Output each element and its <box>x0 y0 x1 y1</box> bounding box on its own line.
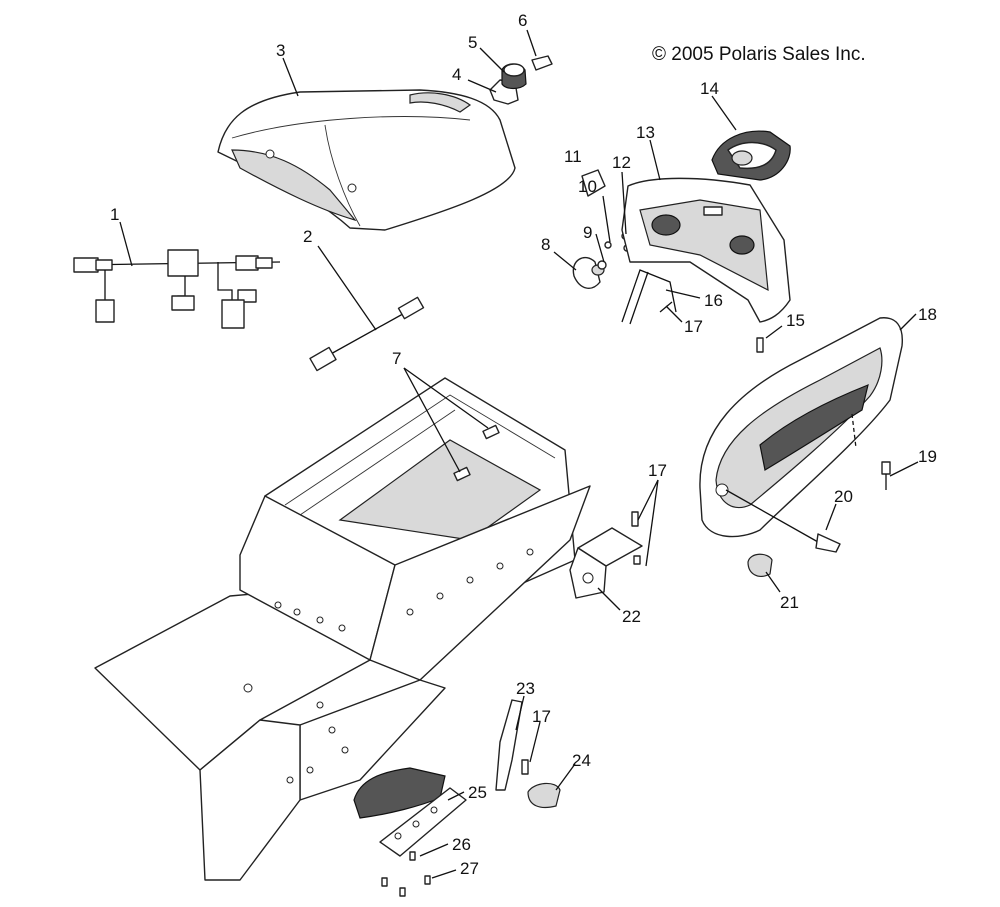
callout-23: 23 <box>516 679 535 698</box>
callout-14: 14 <box>700 79 719 98</box>
copyright-notice: © 2005 Polaris Sales Inc. <box>652 44 866 65</box>
callout-17a: 17 <box>684 317 703 336</box>
callout-12: 12 <box>612 153 631 172</box>
callout-26: 26 <box>452 835 471 854</box>
part-tunnel-chassis <box>94 377 591 881</box>
leader-lines <box>119 29 919 879</box>
callout-7: 7 <box>392 349 401 368</box>
callout-labels: 1 2 3 4 5 6 7 8 9 10 11 12 13 14 15 16 1… <box>110 11 937 878</box>
part-small-bracket <box>581 169 606 197</box>
part-rear-hood <box>621 177 791 323</box>
callout-6: 6 <box>518 11 527 30</box>
callout-24: 24 <box>572 751 591 770</box>
part-taillight-bulb-socket <box>572 232 631 289</box>
callout-25: 25 <box>468 783 487 802</box>
part-panel-hardware <box>725 461 891 577</box>
callout-4: 4 <box>452 65 461 84</box>
part-taillight-lens <box>711 130 791 181</box>
callout-9: 9 <box>583 223 592 242</box>
callout-16: 16 <box>704 291 723 310</box>
part-hood-fasteners <box>621 269 764 353</box>
part-wiring-harness <box>73 249 281 329</box>
part-seat-latch <box>489 55 553 105</box>
callout-8: 8 <box>541 235 550 254</box>
part-seat <box>217 89 516 231</box>
callout-1: 1 <box>110 205 119 224</box>
callout-13: 13 <box>636 123 655 142</box>
part-taillight-wire <box>309 296 425 372</box>
callout-19: 19 <box>918 447 937 466</box>
callout-10: 10 <box>578 177 597 196</box>
callout-3: 3 <box>276 41 285 60</box>
callout-18: 18 <box>918 305 937 324</box>
callout-21: 21 <box>780 593 799 612</box>
callout-11: 11 <box>564 147 582 166</box>
callout-27: 27 <box>460 859 479 878</box>
callout-22: 22 <box>622 607 641 626</box>
callout-2: 2 <box>303 227 312 246</box>
callout-17b: 17 <box>648 461 667 480</box>
callout-5: 5 <box>468 33 477 52</box>
part-step-bracket <box>495 699 561 809</box>
part-side-panel <box>699 317 903 538</box>
part-footrest <box>353 767 467 897</box>
part-mount-bracket <box>569 511 643 599</box>
callout-15: 15 <box>786 311 805 330</box>
callout-20: 20 <box>834 487 853 506</box>
callout-17c: 17 <box>532 707 551 726</box>
